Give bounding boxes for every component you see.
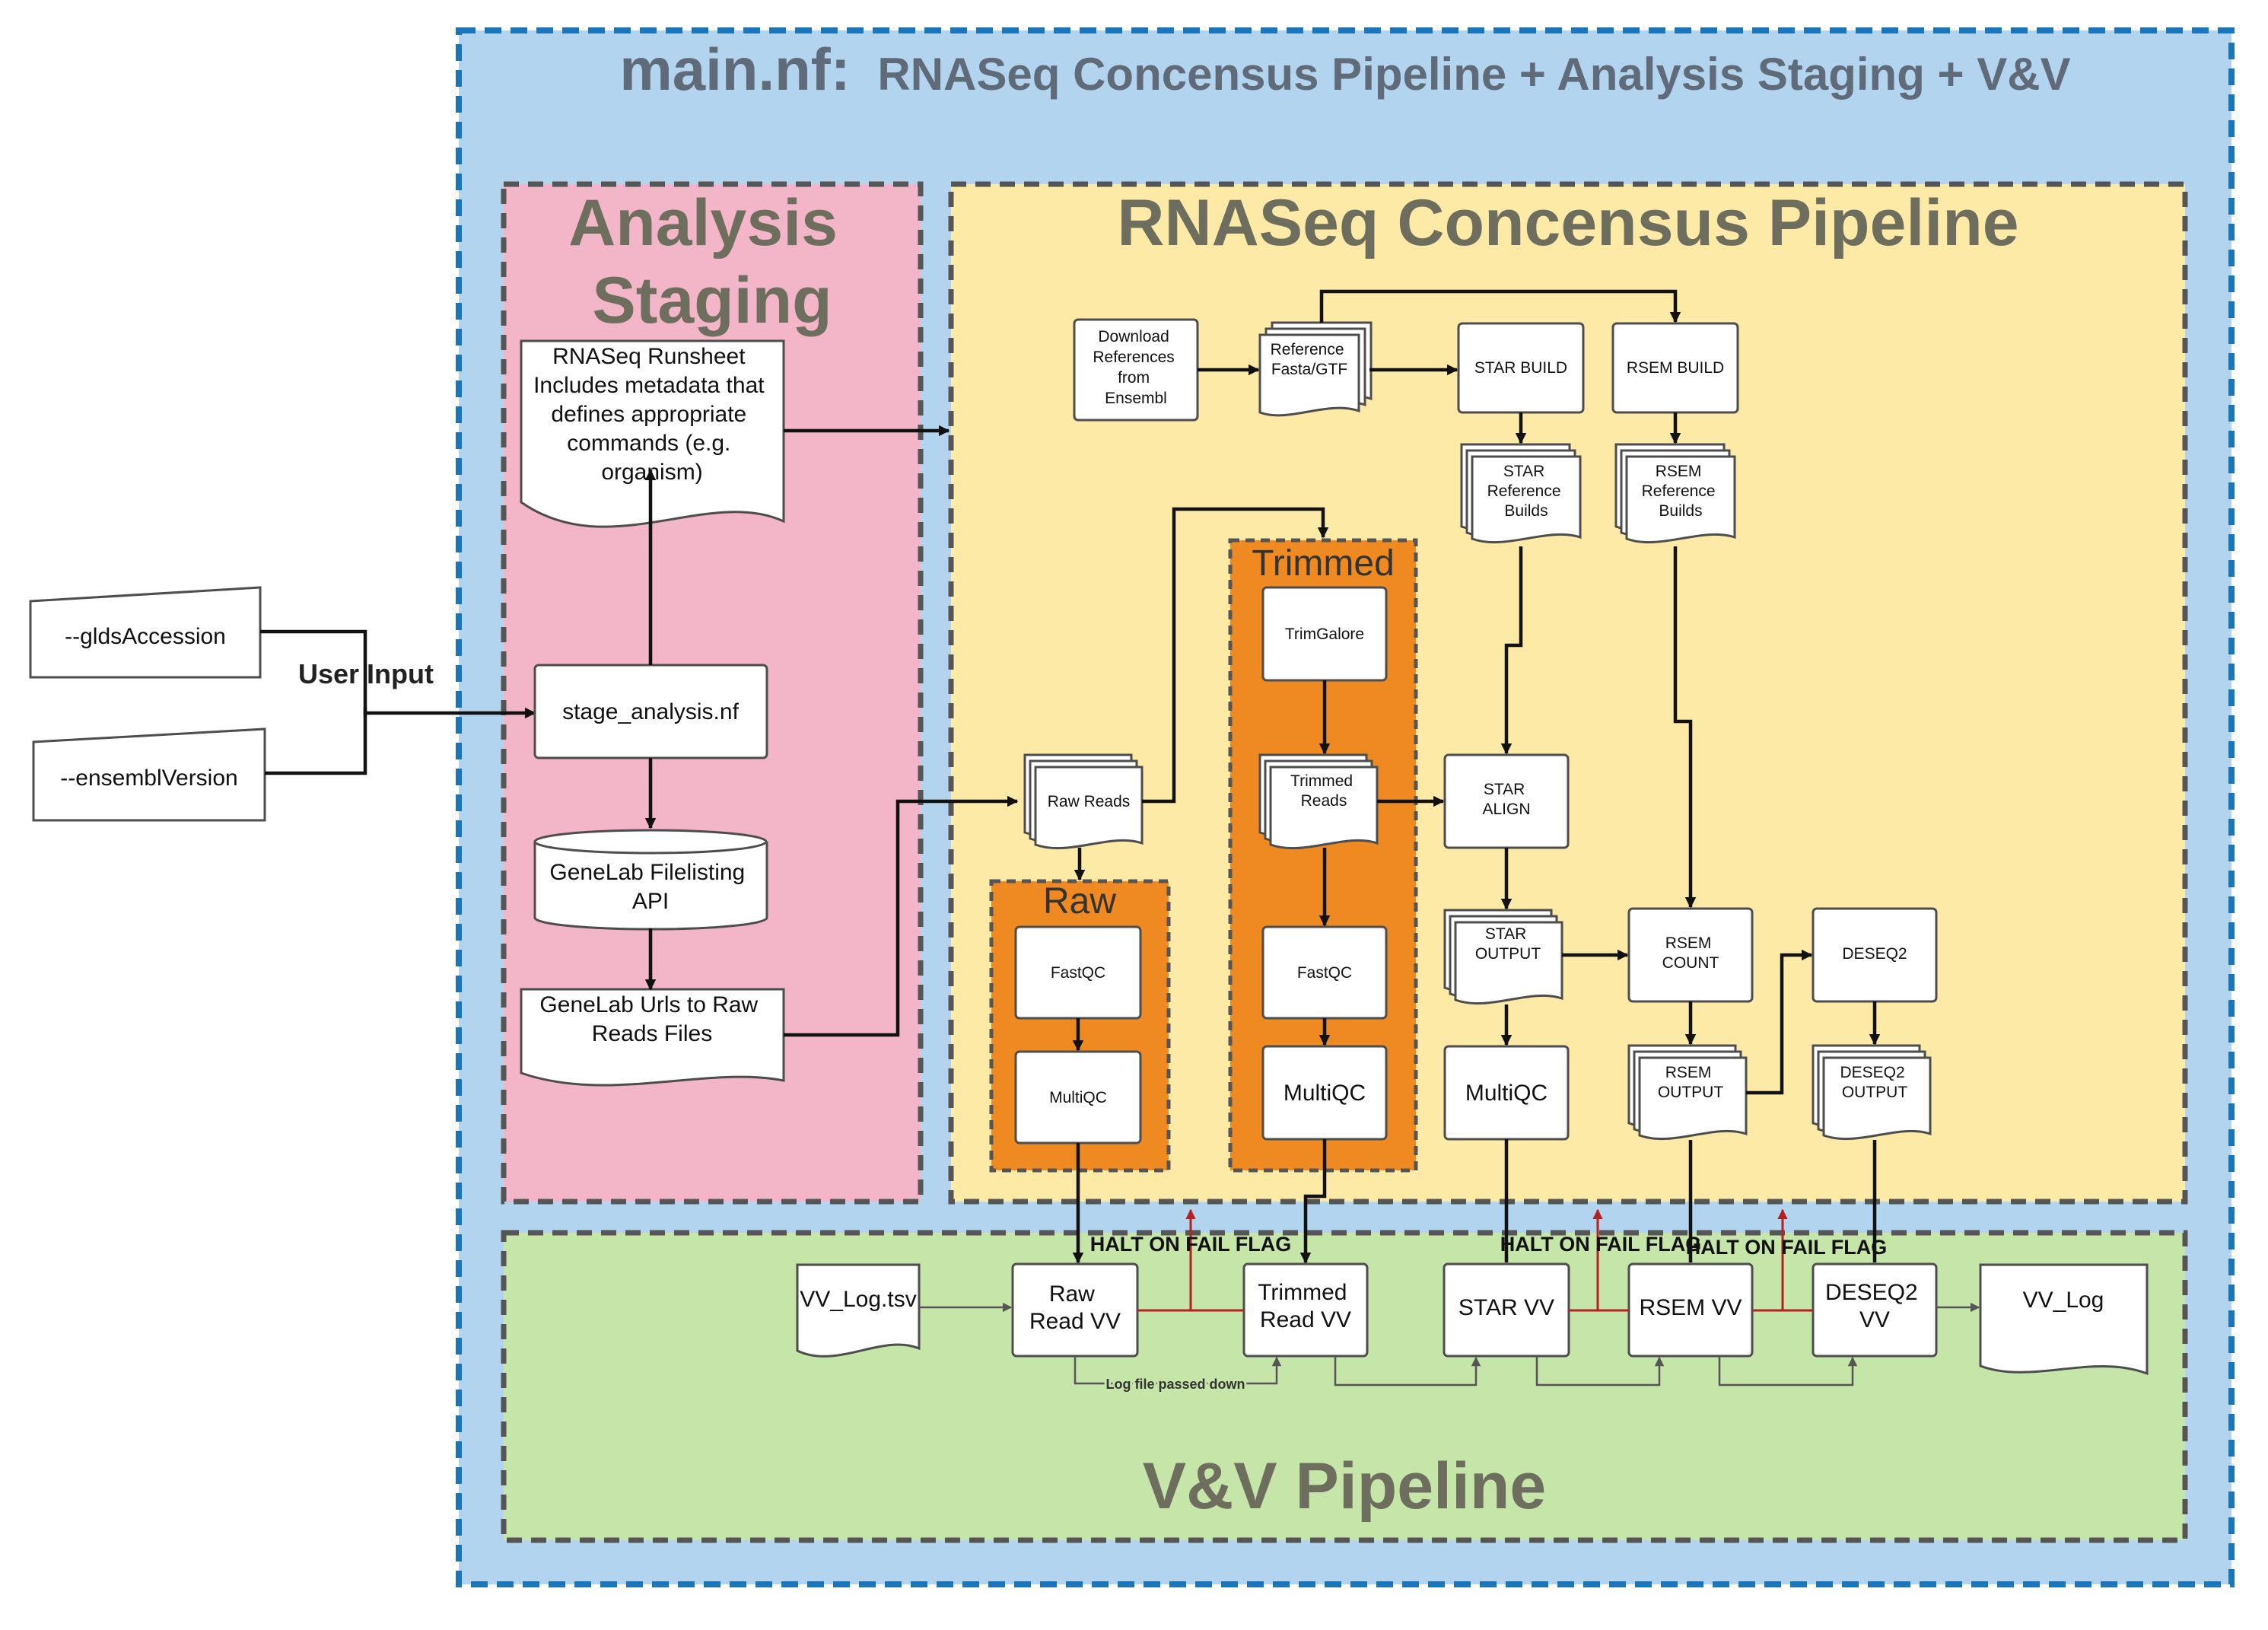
ensembl-input-label: --ensemblVersion — [60, 766, 237, 791]
genelab-api-db — [533, 842, 768, 931]
raw-vv-to-trimmed-vv — [1074, 1356, 1282, 1385]
deseq2-output-doc — [1822, 1056, 1932, 1141]
trimmed-fastqc-label: FastQC — [1297, 964, 1352, 982]
trimmed-title: Trimmed — [1252, 543, 1395, 584]
raw-fastqc-label: FastQC — [1051, 964, 1105, 982]
star-align-label: STAR ALIGN — [1482, 781, 1530, 818]
download-refs-label: Download References from Ensembl — [1093, 328, 1179, 407]
rsem-output-label: RSEM OUTPUT — [1658, 1064, 1724, 1101]
raw-read-vv-label: Raw Read VV — [1029, 1281, 1121, 1334]
runsheet-label: RNASeq Runsheet Includes metadata that d… — [533, 344, 771, 485]
analysis-staging-title: Analysis Staging — [568, 186, 856, 337]
user-input-label: User Input — [298, 658, 434, 689]
genelab-urls-label: GeneLab Urls to Raw Reads Files — [539, 992, 764, 1046]
star-multiqc-label: MultiQC — [1465, 1081, 1548, 1106]
trimmed-multiqc-to-trimmed-vv — [1299, 1139, 1327, 1264]
halt-label-2: HALT ON FAIL FLAG — [1500, 1233, 1701, 1256]
vv-log-tsv-label: VV_Log.tsv — [800, 1287, 916, 1312]
star-vv-to-rsem-vv — [1535, 1356, 1665, 1386]
raw-reads-label: Raw Reads — [1048, 793, 1131, 810]
genelab-api-db-top — [533, 829, 768, 855]
halt-line-star-rsem — [1569, 1210, 1629, 1312]
runsheet-doc — [520, 339, 785, 528]
ref-fasta-label: Reference Fasta/GTF — [1271, 341, 1349, 378]
halt-label-3: HALT ON FAIL FLAG — [1686, 1236, 1887, 1259]
trimmed-reads-doc — [1269, 766, 1379, 850]
trimmed-multiqc-label: MultiQC — [1284, 1081, 1366, 1106]
rsem-ref-to-count — [1673, 546, 1697, 909]
raw-multiqc-label: MultiQC — [1049, 1089, 1107, 1106]
rsem-output-to-deseq2 — [1746, 949, 1813, 1095]
vv-log-label: VV_Log — [2023, 1288, 2104, 1313]
trimgalore-label: TrimGalore — [1285, 626, 1364, 643]
stage-analysis-label: stage_analysis.nf — [562, 699, 739, 724]
rsem-vv-to-deseq2-vv — [1718, 1356, 1858, 1386]
glds-input — [29, 586, 262, 679]
halt-label-1: HALT ON FAIL FLAG — [1090, 1233, 1291, 1256]
genelab-urls-doc — [520, 988, 785, 1087]
vv-log-tsv-doc — [796, 1263, 921, 1358]
star-ref-doc — [1471, 455, 1582, 544]
main-title: main.nf: RNASeq Concensus Pipeline + Ana… — [619, 36, 2070, 103]
trimmed-reads-label: Trimmed Reads — [1290, 772, 1357, 810]
halt-line-rsem-deseq2 — [1752, 1210, 1813, 1312]
ref-to-rsem-build — [1319, 289, 1681, 323]
deseq2-output-label: DESEQ2 OUTPUT — [1840, 1064, 1909, 1101]
raw-reads-to-trimgalore — [1142, 507, 1329, 804]
star-output-doc — [1454, 921, 1563, 1005]
star-vv-label: STAR VV — [1458, 1295, 1554, 1320]
trimmed-vv-to-star-vv — [1334, 1356, 1481, 1386]
vv-pipeline-title: V&V Pipeline — [1143, 1450, 1547, 1523]
star-ref-to-align — [1500, 546, 1523, 755]
star-build-label: STAR BUILD — [1474, 359, 1567, 377]
vv-log-doc — [1979, 1263, 2149, 1376]
glds-input-label: --gldsAccession — [65, 624, 226, 649]
halt-line-raw-trimmed — [1137, 1210, 1244, 1312]
glds-to-merge — [260, 629, 367, 715]
raw-title: Raw — [1043, 881, 1116, 922]
urls-to-raw-reads — [784, 795, 1019, 1037]
log-passed-label: Log file passed down — [1105, 1377, 1245, 1392]
rsem-ref-doc — [1625, 455, 1736, 544]
rsem-count-label: RSEM COUNT — [1662, 934, 1719, 972]
ensembl-to-merge — [265, 708, 367, 775]
star-output-label: STAR OUTPUT — [1475, 925, 1541, 963]
genelab-api-label: GeneLab Filelisting API — [549, 860, 751, 914]
deseq2-label: DESEQ2 — [1842, 945, 1907, 963]
rnaseq-pipeline-title: RNASeq Concensus Pipeline — [1117, 186, 2018, 259]
raw-reads-doc — [1034, 766, 1144, 850]
rsem-output-doc — [1638, 1056, 1748, 1141]
ref-fasta-doc — [1258, 333, 1360, 417]
rsem-ref-label: RSEM Reference Builds — [1642, 463, 1720, 520]
ensembl-input — [32, 727, 266, 822]
rsem-vv-label: RSEM VV — [1639, 1295, 1742, 1320]
deseq2-vv-label: DESEQ2 VV — [1825, 1280, 1924, 1332]
star-ref-label: STAR Reference Builds — [1487, 463, 1566, 520]
trimmed-read-vv-label: Trimmed Read VV — [1258, 1280, 1353, 1332]
rsem-build-label: RSEM BUILD — [1627, 359, 1724, 377]
